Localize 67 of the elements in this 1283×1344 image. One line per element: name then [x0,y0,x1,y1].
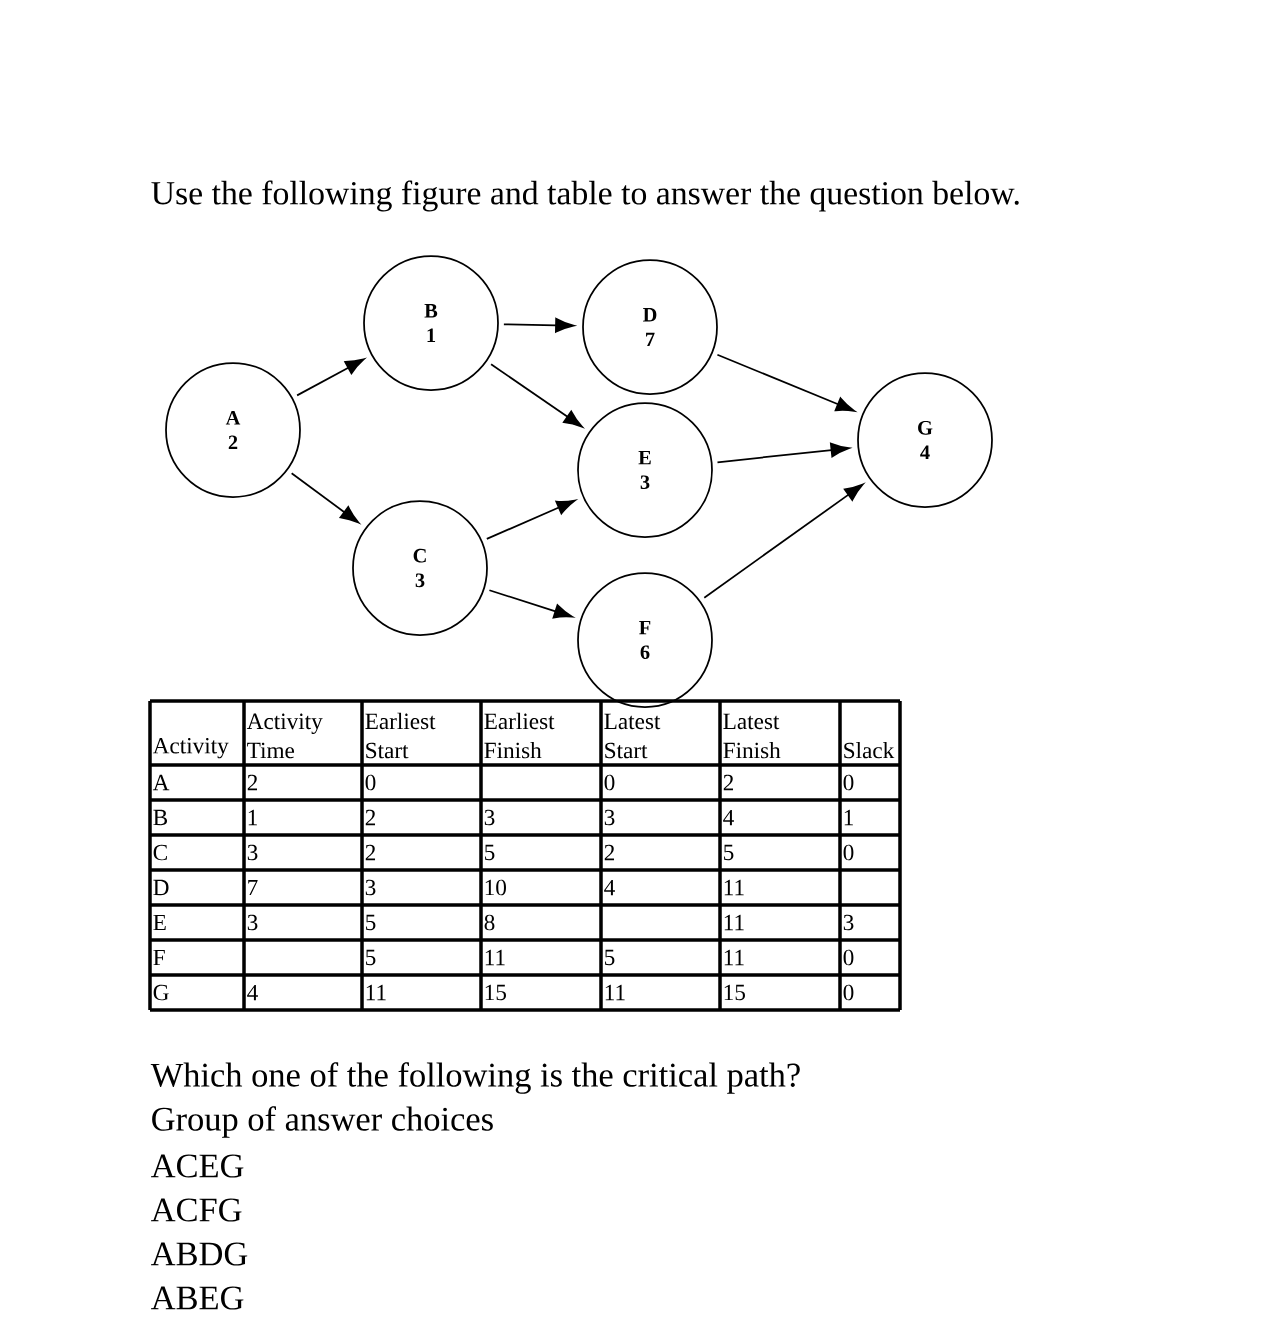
table-value: 5 [366,914,376,931]
table-value: 11 [724,949,744,966]
table-value: 10 [485,879,506,896]
table-value: 2 [723,774,734,791]
table-value: 1 [248,809,257,826]
table-value: 3 [247,844,258,861]
question-text: Which one of the following is the critical path? [150,1062,800,1094]
table-value: 2 [604,844,615,861]
answer-choice: ABEG [151,1286,244,1310]
arrow [716,353,856,412]
row-label: E [153,914,166,931]
row-label: F [153,949,165,966]
arrow [290,472,360,524]
table-value: 8 [484,914,495,931]
table-value: 5 [605,949,615,966]
row-label: A [152,774,170,791]
column-header: Earliest Finish [484,712,555,759]
table-value: 0 [843,844,854,861]
table-value: 0 [843,774,854,791]
column-header: Latest Finish [723,713,781,759]
arrow [296,358,365,397]
row-label: D [153,879,169,896]
arrow [488,589,573,619]
table-value: 5 [366,949,376,966]
table-value: 2 [365,844,376,861]
table-value: 11 [724,879,744,896]
column-header: Activity [152,737,229,759]
table-value: 15 [485,984,506,1001]
table-value: 3 [365,879,376,896]
arrow [503,317,575,333]
column-header: Earliest Start [365,712,436,759]
table-value: 11 [485,949,505,966]
answer-choice: ABDG [151,1242,248,1266]
table-value: 2 [365,809,376,826]
arrow [485,499,576,540]
table-value: 0 [843,984,854,1001]
table-value: 0 [604,774,615,791]
table-value: 3 [247,914,258,931]
table-value: 5 [485,844,495,861]
table-value: 11 [366,984,386,1001]
table-value: 5 [724,844,734,861]
answer-choice: ACFG [151,1198,242,1222]
row-label: G [153,984,169,1001]
table-value: 11 [605,984,625,1001]
table-value: 4 [723,809,734,826]
table-value: 4 [604,879,615,896]
row-label: C [153,844,167,861]
arrow [703,483,864,599]
table-value: 2 [247,774,258,791]
row-label: B [153,809,168,826]
column-header: Slack [844,742,895,759]
instruction-text: Group of answer choices [152,1106,493,1138]
table-value: 0 [365,774,376,791]
table-value: 3 [604,809,615,826]
column-header: Activity Time [246,713,323,759]
table-value: 3 [843,914,854,931]
title: Use the following figure and table to answer the question below. [151,180,1019,212]
arrow [490,363,583,428]
arrow [716,442,850,464]
table-value: 0 [843,949,854,966]
answer-choice: ACEG [151,1154,244,1178]
table-value: 15 [724,984,745,1001]
table-value: 3 [484,809,495,826]
table-value: 1 [844,809,853,826]
table-value: 7 [248,879,258,896]
table-value: 4 [247,984,258,1001]
table-value: 11 [724,914,744,931]
